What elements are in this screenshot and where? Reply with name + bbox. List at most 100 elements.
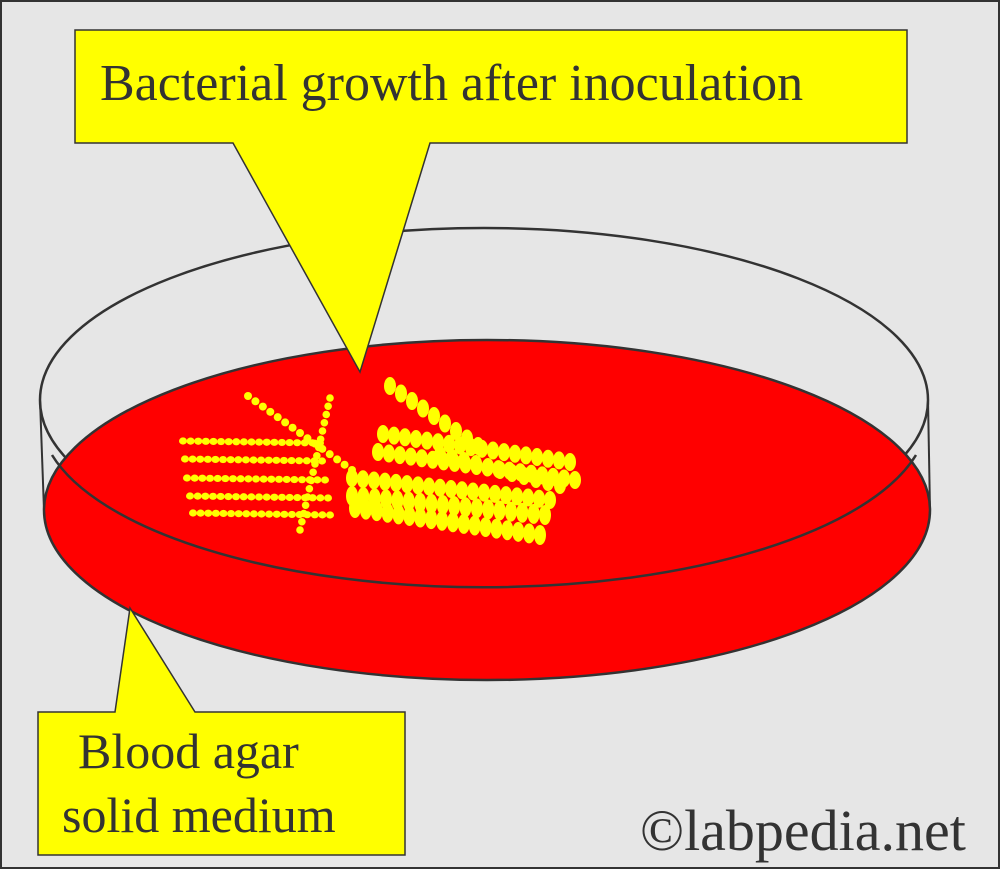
colony-dot bbox=[504, 501, 517, 522]
colony-dot bbox=[493, 500, 506, 521]
colony-dot bbox=[340, 460, 349, 469]
colony-dot bbox=[181, 455, 189, 463]
colony-dot bbox=[448, 496, 461, 517]
colony-dot bbox=[257, 456, 266, 464]
medium-callout-box bbox=[37, 605, 406, 856]
growth-callout-box bbox=[74, 29, 908, 374]
colony-dot bbox=[531, 448, 543, 467]
colony-dot bbox=[224, 492, 233, 501]
colony-dot bbox=[357, 470, 369, 489]
colony-dot bbox=[196, 455, 205, 463]
colony-dot bbox=[252, 475, 260, 483]
colony-dot bbox=[490, 518, 503, 539]
colony-dot bbox=[553, 451, 565, 470]
colony-dot bbox=[415, 449, 428, 468]
growth-callout: Bacterial growth after inoculation bbox=[74, 29, 908, 374]
colony-dot bbox=[393, 446, 406, 465]
colony-dot bbox=[280, 510, 289, 518]
colony-dot bbox=[445, 480, 457, 498]
colony-dot bbox=[259, 475, 268, 483]
colony-dot bbox=[267, 475, 276, 483]
colony-dot bbox=[318, 511, 327, 519]
colony-dot bbox=[287, 510, 296, 519]
colony-dot bbox=[293, 439, 302, 447]
colony-dot bbox=[296, 429, 304, 437]
colony-dot bbox=[384, 377, 396, 395]
colony-dot bbox=[279, 456, 288, 465]
colony-dot bbox=[500, 486, 512, 505]
colony-dot bbox=[489, 484, 501, 503]
colony-dot bbox=[295, 457, 304, 465]
colony-dot bbox=[186, 437, 195, 445]
colony-dot bbox=[404, 447, 417, 466]
medium-callout-line1: Blood agar bbox=[78, 723, 299, 779]
colony-dot bbox=[379, 472, 391, 491]
colony-dot bbox=[516, 502, 529, 523]
colony-dot bbox=[201, 437, 210, 445]
colony-dot bbox=[439, 414, 451, 433]
colony-dot bbox=[467, 482, 479, 501]
colony-dot bbox=[482, 499, 495, 520]
colony-dot bbox=[217, 437, 226, 446]
colony-dot bbox=[309, 468, 317, 477]
colony-dot bbox=[446, 512, 459, 533]
colony-dot bbox=[518, 467, 530, 485]
colony-dot bbox=[193, 492, 202, 500]
colony-dot bbox=[216, 492, 225, 501]
colony-dot bbox=[428, 407, 440, 425]
colony-dot bbox=[414, 492, 427, 513]
colony-dot bbox=[251, 397, 260, 406]
colony-dot bbox=[282, 475, 291, 484]
colony-dot bbox=[302, 457, 311, 465]
colony-dot bbox=[293, 493, 302, 502]
colony-dot bbox=[265, 510, 274, 518]
colony-dot bbox=[459, 497, 472, 518]
colony-dot bbox=[285, 438, 294, 447]
colony-dot bbox=[522, 488, 534, 507]
colony-dot bbox=[392, 504, 405, 525]
medium-callout-line2: solid medium bbox=[62, 787, 336, 843]
colony-dot bbox=[226, 456, 235, 464]
colony-dot bbox=[244, 392, 252, 400]
colony-dot bbox=[262, 438, 271, 446]
colony-dot bbox=[232, 493, 240, 501]
colony-dot bbox=[310, 511, 319, 519]
colony-dot bbox=[403, 505, 416, 526]
colony-dot bbox=[277, 438, 286, 447]
colony-dot bbox=[239, 438, 248, 446]
colony-dot bbox=[221, 474, 230, 483]
colony-dot bbox=[476, 439, 488, 458]
colony-dot bbox=[290, 475, 299, 484]
colony-dot bbox=[372, 443, 384, 461]
colony-dot bbox=[270, 493, 279, 501]
colony-dot bbox=[457, 513, 470, 534]
colony-dot bbox=[450, 422, 462, 440]
colony-dot bbox=[434, 478, 446, 497]
colony-dot bbox=[539, 505, 551, 525]
colony-dot bbox=[544, 491, 556, 509]
colony-dot bbox=[313, 451, 321, 460]
colony-dot bbox=[390, 473, 402, 492]
dish-side-right bbox=[927, 399, 931, 511]
colony-dot bbox=[554, 476, 566, 494]
colony-dot bbox=[278, 493, 286, 501]
colony-dot bbox=[209, 492, 217, 500]
colony-dot bbox=[266, 407, 275, 416]
colony-dot bbox=[325, 450, 334, 459]
colony-dot bbox=[262, 493, 271, 501]
colony-dot bbox=[414, 507, 427, 528]
colony-dot bbox=[247, 438, 256, 446]
colony-dot bbox=[247, 493, 256, 501]
colony-dot bbox=[569, 471, 581, 489]
colony-dot bbox=[275, 475, 283, 483]
colony-dot bbox=[321, 476, 329, 484]
colony-dot bbox=[270, 438, 279, 446]
colony-dot bbox=[249, 456, 258, 464]
colony-dot bbox=[359, 499, 372, 520]
colony-dot bbox=[533, 489, 545, 508]
colony-dot bbox=[213, 474, 222, 483]
dish-side-left bbox=[39, 399, 45, 511]
colony-dot bbox=[219, 455, 228, 464]
colony-dot bbox=[234, 510, 243, 518]
colony-dot bbox=[482, 458, 494, 476]
